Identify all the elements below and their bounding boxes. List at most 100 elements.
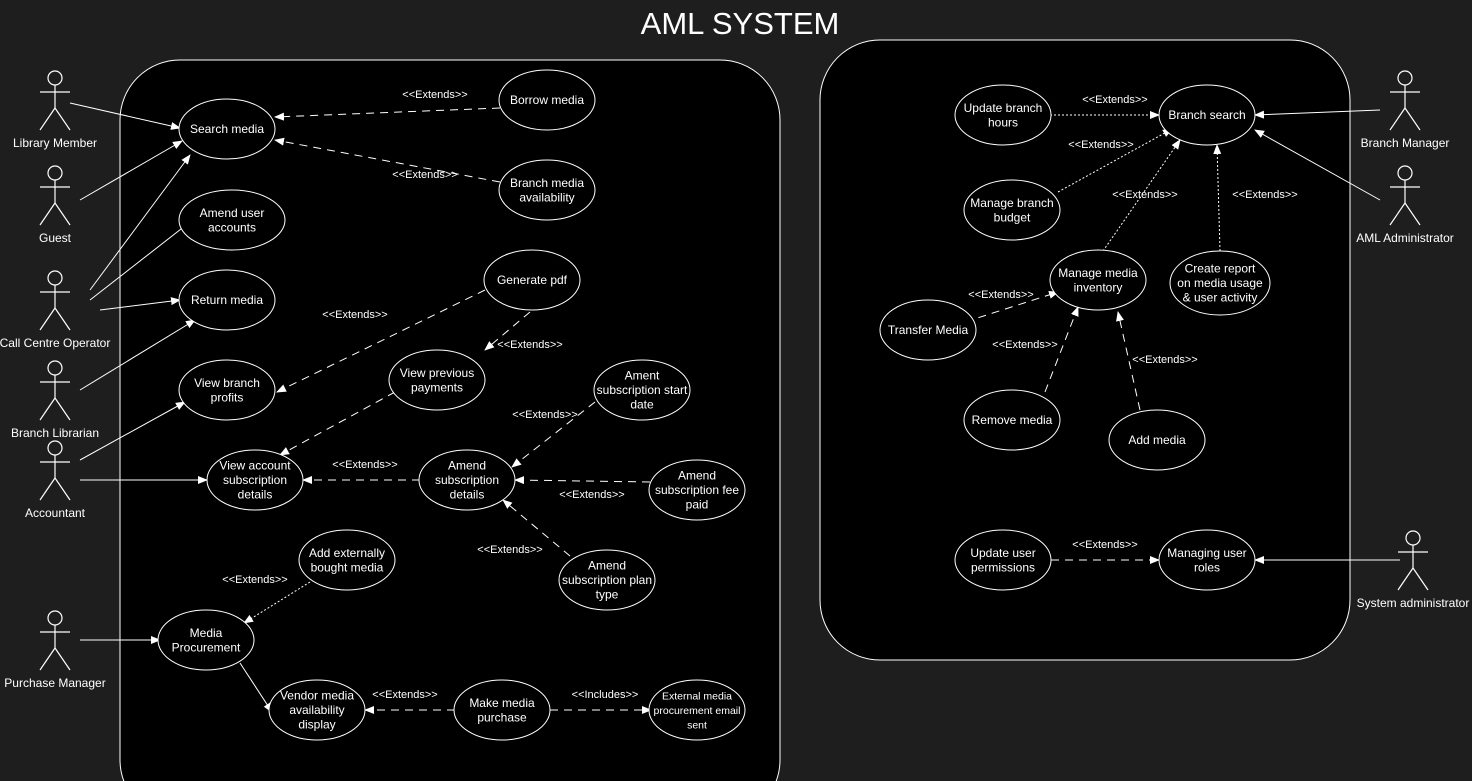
association-line (1254, 109, 1381, 119)
association-line (79, 401, 186, 461)
use-case-generate-pdf[interactable]: Generate pdf (483, 249, 581, 311)
system-boundary-right (819, 39, 1351, 661)
use-case-label: paid (686, 498, 709, 512)
use-case-ellipse (178, 98, 276, 160)
use-case-label: purchase (477, 710, 527, 724)
use-case-label: accounts (208, 220, 256, 234)
use-case-ellipse (963, 179, 1061, 241)
use-case-label: hours (988, 115, 1018, 129)
use-case-branch-search[interactable]: Branch search (1158, 84, 1256, 146)
use-case-label: Manage media (1058, 266, 1138, 280)
use-case-label: type (596, 588, 619, 602)
extends-label: <<Extends>> (372, 689, 437, 701)
use-case-label: bought media (311, 560, 384, 574)
extends-label: <<Extends>> (392, 169, 457, 181)
use-case-label: View previous (400, 366, 474, 380)
use-case-label: Borrow media (510, 93, 584, 107)
use-case-ellipse (298, 529, 396, 591)
use-case-ellipse (206, 449, 304, 511)
use-case-label: Search media (190, 122, 264, 136)
use-case-label: Remove media (972, 413, 1053, 427)
use-case-ellipse (178, 189, 286, 251)
use-case-ellipse (498, 69, 596, 131)
relation-line (279, 391, 396, 456)
use-case-ellipse (178, 359, 276, 421)
extends-label: <<Extends>> (477, 544, 542, 556)
use-case-label: Amend (588, 559, 626, 573)
use-case-label: subscription (435, 473, 499, 487)
use-case-label: availability (519, 190, 574, 204)
extends-label: <<Extends>> (1232, 189, 1297, 201)
use-case-ellipse (157, 609, 255, 671)
extends-label: <<Extends>> (322, 309, 387, 321)
association-line (99, 297, 181, 311)
actor-label: Accountant (25, 506, 86, 520)
association-line (1254, 129, 1381, 201)
relation-line (1057, 128, 1173, 193)
extends-label: <<Extends>> (1072, 539, 1137, 551)
use-case-ellipse (963, 389, 1061, 451)
use-case-label: Media (190, 626, 223, 640)
use-case-add-media[interactable]: Add media (1108, 409, 1206, 471)
actor-head-icon (47, 70, 63, 86)
actor-label: Guest (39, 231, 72, 245)
use-case-label: subscription start (597, 383, 688, 397)
use-case-ellipse (483, 249, 581, 311)
use-case-borrow-media[interactable]: Borrow media (498, 69, 596, 131)
actor-purchase-manager: Purchase Manager (4, 610, 106, 690)
extends-label: <<Extends>> (1112, 189, 1177, 201)
use-case-ellipse (879, 299, 977, 361)
actor-head-icon (47, 610, 63, 626)
use-case-ellipse (418, 449, 516, 511)
actor-label: Library Member (13, 136, 97, 150)
use-case-label: Transfer Media (888, 323, 969, 337)
use-case-label: Add externally (309, 546, 385, 560)
actor-head-icon (1397, 70, 1413, 86)
use-case-label: Vendor media (280, 689, 354, 703)
use-case-label: Managing user (1167, 546, 1246, 560)
actor-head-icon (47, 360, 63, 376)
use-case-label: Amend (448, 459, 486, 473)
use-case-ellipse (648, 679, 746, 741)
use-case-label: Ament (625, 369, 660, 383)
extends-label: <<Extends>> (512, 409, 577, 421)
actor-label: Purchase Manager (4, 676, 105, 690)
use-case-label: Amend (678, 469, 716, 483)
relation-line (274, 137, 501, 183)
extends-label: <<Extends>> (968, 289, 1033, 301)
association-line (89, 154, 191, 291)
use-case-ellipse (1108, 409, 1206, 471)
use-case-return-media[interactable]: Return media (178, 269, 276, 331)
use-case-label: details (238, 488, 273, 502)
use-case-remove-media[interactable]: Remove media (963, 389, 1061, 451)
use-case-label: on media usage (1177, 276, 1263, 290)
actor-head-icon (47, 165, 63, 181)
relation-line (276, 289, 486, 393)
relation-line (484, 311, 531, 351)
use-case-transfer-media[interactable]: Transfer Media (879, 299, 977, 361)
use-case-ellipse (954, 529, 1052, 591)
use-case-search-media[interactable]: Search media (178, 98, 276, 160)
association-line (79, 140, 183, 201)
